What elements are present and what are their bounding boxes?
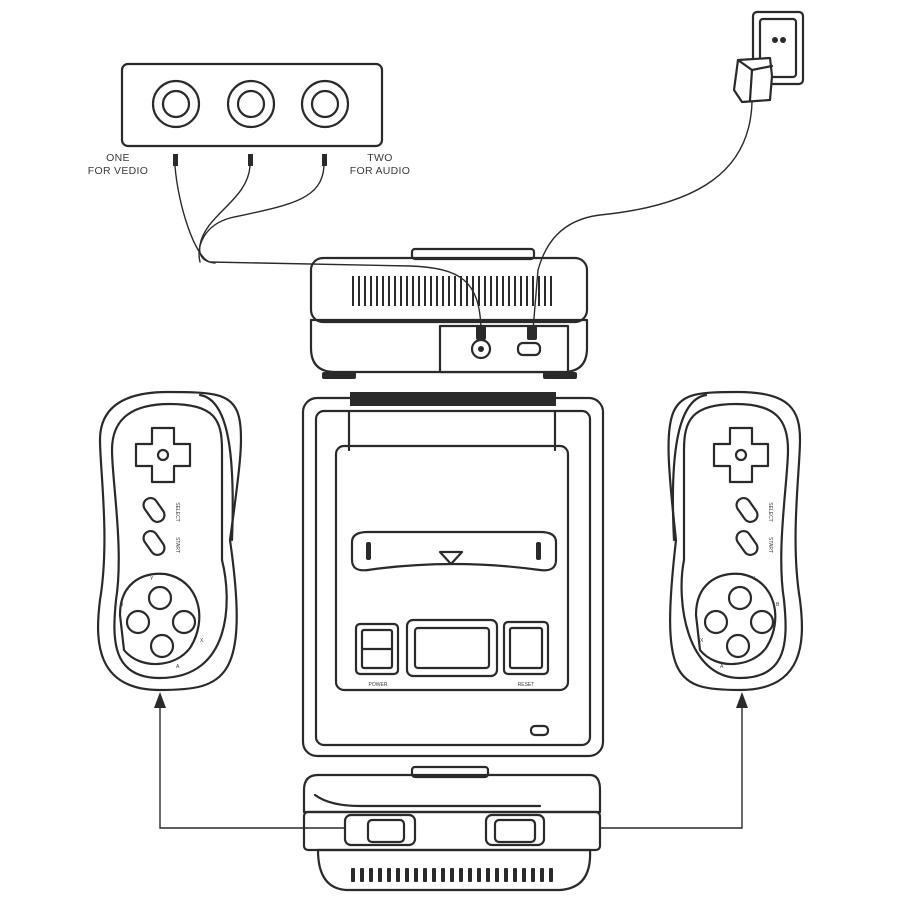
controller-left: SELECT START Y X B A [96, 390, 243, 692]
dpad-icon[interactable] [712, 426, 770, 484]
start-label: START [174, 537, 180, 553]
select-label: SELECT [767, 502, 773, 521]
a-button[interactable] [149, 633, 175, 659]
x-label: X [200, 638, 204, 644]
video-jack-icon [151, 79, 201, 129]
y-button[interactable] [147, 585, 173, 611]
audio-left-jack-icon [226, 79, 276, 129]
x-label: X [700, 638, 704, 644]
audio-label-line1: TWO [367, 152, 392, 164]
y-label: Y [150, 576, 154, 582]
start-label: START [767, 537, 773, 553]
x-button[interactable] [703, 609, 729, 635]
reset-button[interactable] [502, 620, 550, 676]
wall-socket-icon [751, 10, 805, 86]
start-button[interactable] [734, 528, 760, 557]
controller-port-2-icon [484, 813, 546, 847]
b-label: B [120, 602, 124, 608]
controller-port-1-icon [343, 813, 417, 847]
b-label: B [776, 602, 780, 608]
rear-vent-icon [352, 276, 552, 306]
av-cable [174, 165, 482, 331]
b-button[interactable] [749, 609, 775, 635]
select-button[interactable] [734, 495, 760, 524]
select-label: SELECT [174, 502, 180, 521]
front-vent-icon [351, 868, 553, 882]
eject-button[interactable] [405, 618, 499, 678]
y-button[interactable] [727, 585, 753, 611]
rca-plug-icon [173, 154, 327, 166]
power-switch-button[interactable] [354, 622, 400, 676]
controller-right: SELECT START Y X B A [667, 390, 804, 692]
start-button[interactable] [141, 528, 167, 557]
video-label-line2: FOR VEDIO [88, 165, 148, 177]
video-label-line1: ONE [106, 152, 130, 164]
console-front-view [302, 765, 602, 892]
b-button[interactable] [125, 609, 151, 635]
console-rear-view [309, 247, 589, 379]
cartridge-slot-icon [350, 530, 558, 572]
audio-right-jack-icon [300, 79, 350, 129]
power-port-icon [516, 341, 542, 357]
audio-label-line2: FOR AUDIO [350, 165, 410, 177]
power-adapter-icon [732, 56, 774, 104]
a-button[interactable] [725, 633, 751, 659]
controller-connection-arrow [154, 692, 748, 829]
x-button[interactable] [171, 609, 197, 635]
av-input-panel [120, 62, 384, 148]
y-label: Y [752, 576, 756, 582]
select-button[interactable] [141, 495, 167, 524]
dpad-icon[interactable] [134, 426, 192, 484]
power-label: POWER [369, 682, 388, 688]
power-cable [532, 101, 753, 331]
a-label: A [720, 664, 724, 670]
reset-label: RESET [518, 682, 535, 688]
console-top-view: POWER RESET [301, 392, 605, 758]
a-label: A [176, 664, 180, 670]
